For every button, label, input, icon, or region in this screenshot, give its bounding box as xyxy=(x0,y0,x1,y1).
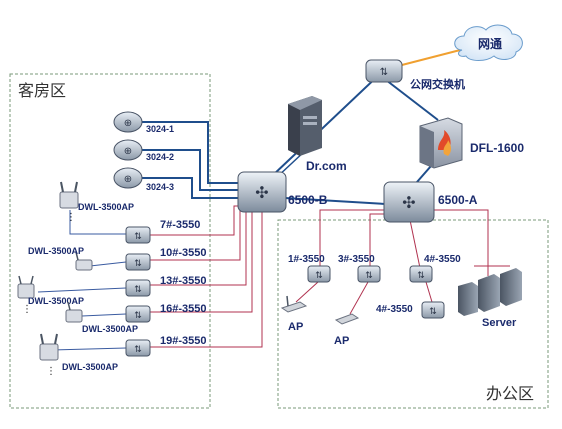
link-ap4 xyxy=(81,313,127,317)
ap-1-icon: ⋮ xyxy=(59,181,79,223)
ap-5-icon: ⋮ xyxy=(39,333,59,377)
svg-text:⇅: ⇅ xyxy=(380,67,388,78)
switch-10-3550-icon: ⇅ xyxy=(125,253,151,271)
office-switch-1-label: 1#-3550 xyxy=(288,254,325,265)
svg-text:⊕: ⊕ xyxy=(124,118,132,129)
office-switch-4b-label: 4#-3550 xyxy=(376,304,413,315)
firewall-label: DFL-1600 xyxy=(470,141,524,155)
ap-2-label: DWL-3500AP xyxy=(28,246,84,256)
ap-1-label: DWL-3500AP xyxy=(78,202,134,212)
link-office-ap1 xyxy=(295,281,319,303)
svg-text:⇅: ⇅ xyxy=(134,259,142,269)
guest-zone-label: 客房区 xyxy=(18,81,66,100)
switch-3024-1-label: 3024-1 xyxy=(146,124,174,134)
svg-text:⇅: ⇅ xyxy=(134,345,142,355)
firewall-icon xyxy=(419,117,463,169)
public-switch-label: 公网交换机 xyxy=(410,77,465,91)
server-rack-icon xyxy=(458,265,522,316)
server-label: Server xyxy=(482,317,517,329)
link-ap5 xyxy=(51,347,127,351)
link-office-ap2 xyxy=(349,281,369,315)
ap-4-icon xyxy=(65,301,83,323)
svg-text:⇅: ⇅ xyxy=(134,311,142,321)
svg-text:⇅: ⇅ xyxy=(134,285,142,295)
office-switch-4a-label: 4#-3550 xyxy=(424,254,461,265)
public-switch-icon: ⇅ xyxy=(365,59,403,83)
svg-text:✣: ✣ xyxy=(255,183,268,202)
office-ap-2-label: AP xyxy=(334,335,349,347)
link-19-3550 xyxy=(150,212,263,348)
office-switch-1-icon: ⇅ xyxy=(307,265,331,283)
switch-3024-3-icon: ⊕ xyxy=(113,167,143,189)
core-a-label: 6500-A xyxy=(438,193,478,207)
switch-3024-1-icon: ⊕ xyxy=(113,111,143,133)
link-ap1 xyxy=(69,210,126,235)
link-6500b-6500a xyxy=(284,197,387,205)
switch-3024-2-icon: ⊕ xyxy=(113,139,143,161)
svg-text:⋮: ⋮ xyxy=(66,212,76,223)
office-switch-4b-icon: ⇅ xyxy=(421,301,445,319)
internet-cloud-icon xyxy=(454,24,523,61)
link-ap3 xyxy=(37,287,127,293)
link-public-fw xyxy=(385,79,439,121)
switch-13-3550-label: 13#-3550 xyxy=(160,275,207,287)
switch-19-3550-icon: ⇅ xyxy=(125,339,151,357)
office-switch-3-icon: ⇅ xyxy=(357,265,381,283)
ap-3-icon: ⋮ xyxy=(17,275,35,315)
office-zone-label: 办公区 xyxy=(486,384,534,403)
svg-text:⊕: ⊕ xyxy=(124,146,132,157)
link-cloud-public xyxy=(397,47,469,67)
core-switch-a-icon: ✣ xyxy=(383,181,435,223)
svg-text:⇅: ⇅ xyxy=(134,232,142,242)
office-ap-1-icon xyxy=(280,295,308,313)
svg-text:⇅: ⇅ xyxy=(365,271,373,281)
switch-13-3550-icon: ⇅ xyxy=(125,279,151,297)
switch-3024-3-label: 3024-3 xyxy=(146,182,174,192)
core-switch-b-icon: ✣ xyxy=(237,171,287,213)
drcom-label: Dr.com xyxy=(306,159,347,173)
switch-16-3550-icon: ⇅ xyxy=(125,305,151,323)
svg-text:⇅: ⇅ xyxy=(315,271,323,281)
switch-7-3550-label: 7#-3550 xyxy=(160,219,200,231)
link-office-server xyxy=(430,209,489,266)
internet-label: 网通 xyxy=(478,36,502,51)
office-ap-2-icon xyxy=(334,313,360,325)
switch-16-3550-label: 16#-3550 xyxy=(160,303,207,315)
ap-2-icon xyxy=(75,251,93,271)
svg-text:⇅: ⇅ xyxy=(429,307,437,317)
link-office-4 xyxy=(409,219,421,269)
link-3024-2 xyxy=(140,149,242,191)
office-switch-3-label: 3#-3550 xyxy=(338,254,375,265)
office-zone-border xyxy=(277,219,549,409)
switch-7-3550-icon: ⇅ xyxy=(125,226,151,244)
link-office-1 xyxy=(319,209,386,268)
office-switch-4a-icon: ⇅ xyxy=(409,265,433,283)
link-ap2 xyxy=(89,261,127,267)
link-public-6500b xyxy=(271,71,383,177)
link-3024-3 xyxy=(140,177,242,199)
switch-19-3550-label: 19#-3550 xyxy=(160,335,207,347)
core-b-label: 6500-B xyxy=(288,193,328,207)
ap-4-label: DWL-3500AP xyxy=(82,324,138,334)
ap-5-label: DWL-3500AP xyxy=(62,362,118,372)
guest-zone-border xyxy=(9,73,211,409)
svg-text:⇅: ⇅ xyxy=(417,271,425,281)
drcom-server-icon xyxy=(288,96,322,156)
link-office-4b xyxy=(425,281,433,303)
switch-3024-2-label: 3024-2 xyxy=(146,152,174,162)
svg-text:⋮: ⋮ xyxy=(22,304,32,315)
svg-text:✣: ✣ xyxy=(402,193,415,212)
switch-10-3550-label: 10#-3550 xyxy=(160,247,207,259)
svg-text:⊕: ⊕ xyxy=(124,174,132,185)
office-ap-1-label: AP xyxy=(288,321,303,333)
svg-text:⋮: ⋮ xyxy=(46,366,56,377)
link-3024-1 xyxy=(140,121,242,184)
ap-3-label: DWL-3500AP xyxy=(28,296,84,306)
